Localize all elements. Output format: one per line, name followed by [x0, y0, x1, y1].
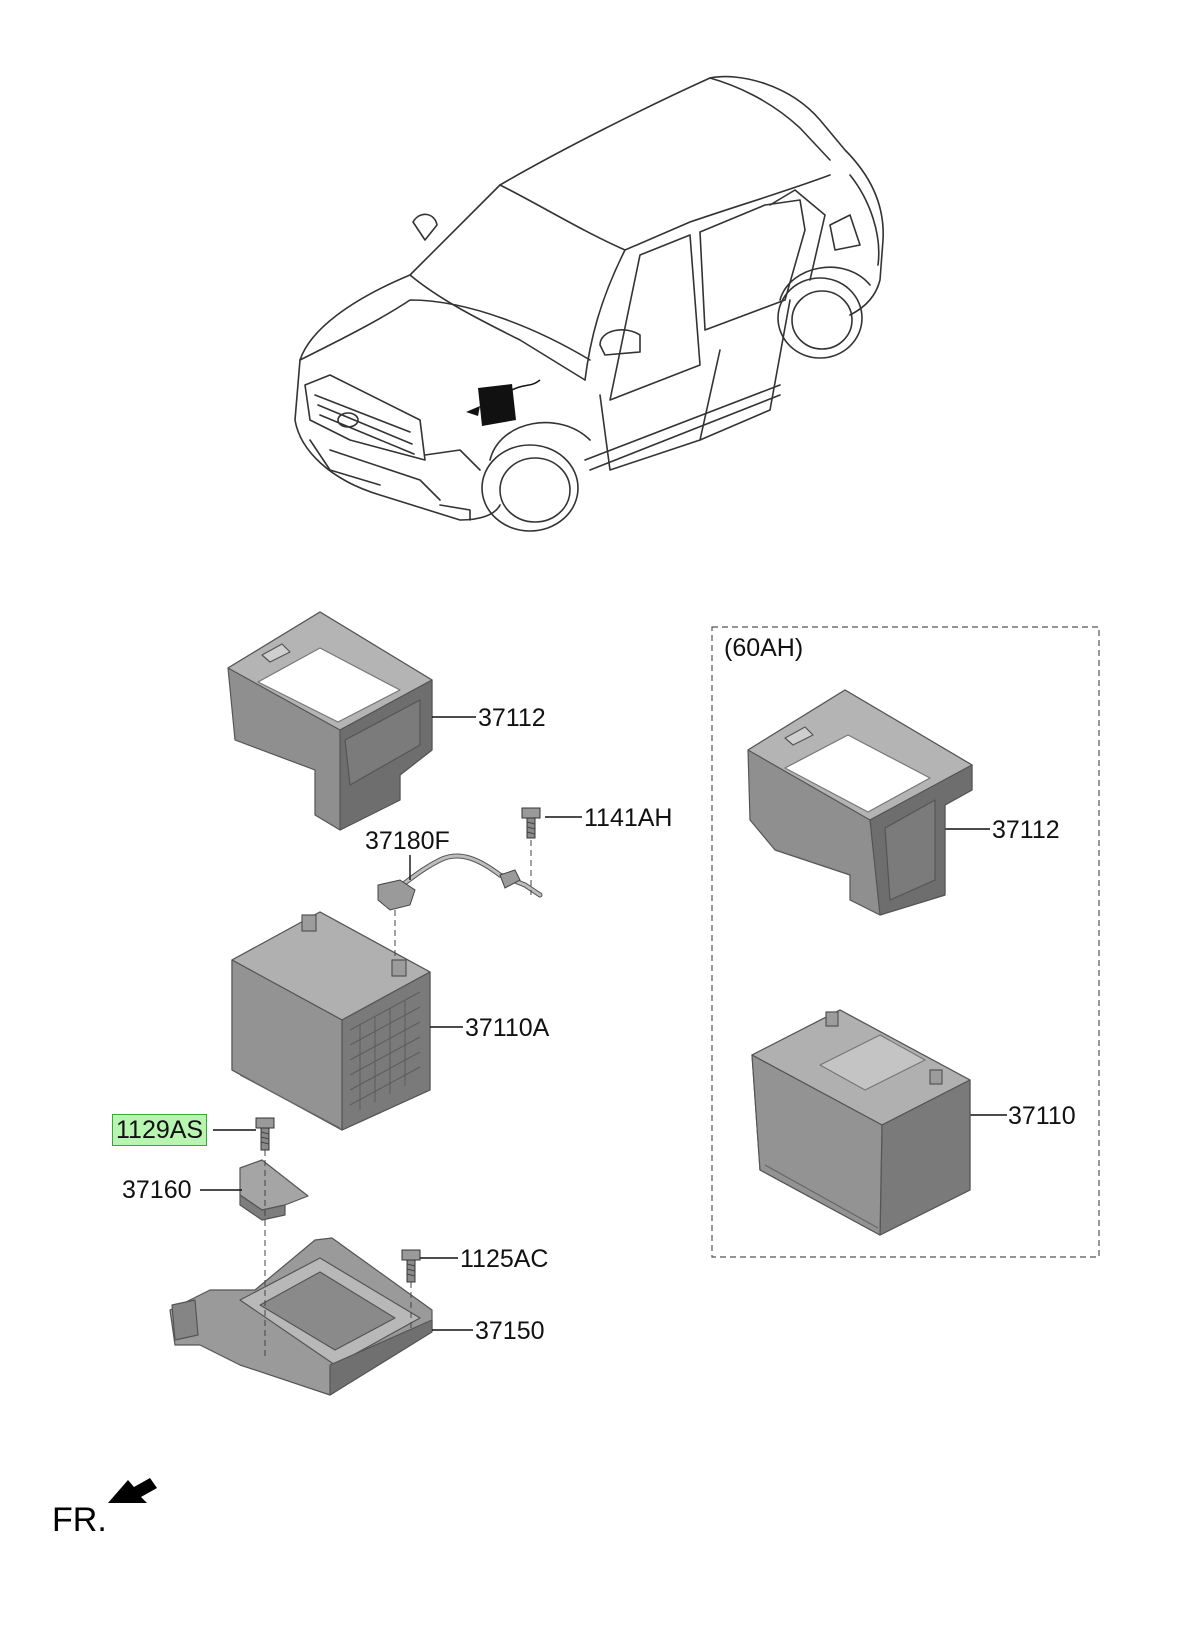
battery-clamp-37160[interactable]	[239, 1159, 309, 1221]
part-label-37160[interactable]: 37160	[122, 1176, 192, 1204]
part-label-37112[interactable]: 37112	[478, 704, 546, 732]
battery-37110-60ah[interactable]	[751, 1009, 971, 1236]
part-label-1129AS-highlighted[interactable]: 1129AS	[112, 1114, 208, 1146]
part-label-1125AC[interactable]: 1125AC	[460, 1245, 549, 1273]
front-indicator-label: FR.	[52, 1501, 107, 1539]
battery-tray-37150[interactable]	[169, 1237, 433, 1396]
option-box-60ah	[711, 626, 1100, 1258]
part-label-37110A[interactable]: 37110A	[465, 1014, 550, 1042]
battery-cover-bracket-37112[interactable]	[227, 611, 433, 831]
leader-lines	[200, 716, 1007, 1331]
bolt-1141AH[interactable]	[521, 807, 541, 839]
part-label-37110-60ah[interactable]: 37110	[1008, 1102, 1076, 1130]
battery-37110A[interactable]	[231, 911, 431, 1131]
part-label-37112-60ah[interactable]: 37112	[992, 816, 1060, 844]
part-label-37180F[interactable]: 37180F	[365, 827, 450, 855]
part-label-1141AH[interactable]: 1141AH	[584, 804, 673, 832]
battery-location-marker	[466, 379, 541, 426]
option-box-title: (60AH)	[724, 634, 804, 662]
battery-cable-37180F[interactable]	[377, 853, 543, 911]
bolt-1125AC[interactable]	[401, 1249, 421, 1283]
battery-cover-bracket-37112-60ah[interactable]	[747, 689, 973, 916]
bolt-1129AS[interactable]	[255, 1117, 275, 1151]
front-arrow-icon	[108, 1478, 157, 1503]
part-label-37150[interactable]: 37150	[475, 1317, 545, 1345]
assembly-guide-lines	[264, 840, 532, 1360]
vehicle-outline	[294, 75, 884, 532]
